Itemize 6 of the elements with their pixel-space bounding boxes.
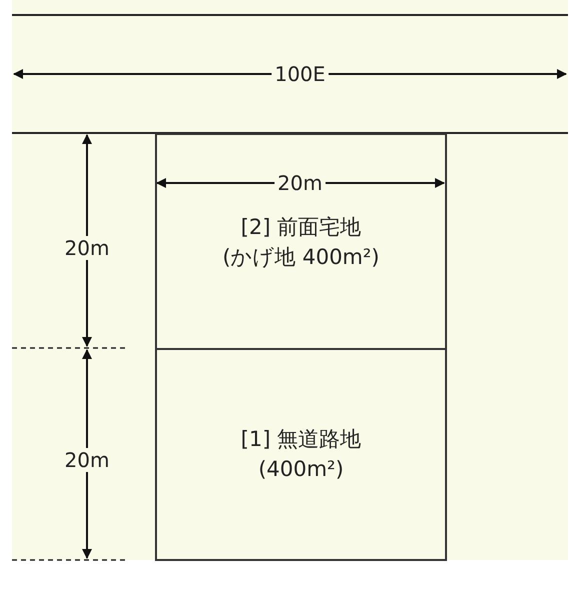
lot-box — [155, 133, 447, 350]
lot-area: (かげ地 400m²) — [222, 242, 380, 272]
lot-box — [155, 348, 447, 561]
lot-area: (400m²) — [258, 454, 344, 484]
lot-title: [2] 前面宅地 — [240, 214, 362, 240]
lot-title: [1] 無道路地 — [240, 426, 362, 452]
